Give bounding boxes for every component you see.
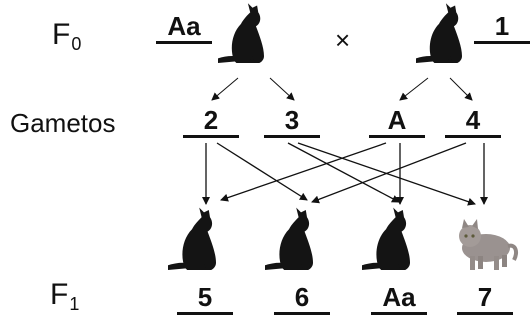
offspring-3-genotype: Aa bbox=[371, 283, 427, 315]
offspring-1-black-cat-icon bbox=[168, 207, 216, 270]
offspring-2-black-cat-icon bbox=[265, 207, 313, 270]
f0-label: F0 bbox=[52, 18, 82, 54]
parent-left-black-cat-icon bbox=[218, 3, 264, 64]
gamete-2: 3 bbox=[264, 106, 320, 138]
gamete-3: A bbox=[369, 106, 425, 138]
f1-label: F1 bbox=[50, 278, 80, 314]
offspring-3-black-cat-icon bbox=[362, 207, 410, 270]
offspring-4-gray-cat-icon bbox=[459, 219, 518, 270]
arrow-g4-o2 bbox=[311, 142, 467, 204]
offspring-1-genotype: 5 bbox=[177, 283, 233, 315]
gamete-to-offspring-arrows bbox=[202, 142, 488, 206]
gametes-label: Gametos bbox=[10, 108, 116, 138]
parent-to-gamete-arrows bbox=[211, 77, 473, 101]
arrow-g3-o1 bbox=[220, 142, 387, 202]
arrow-g2-o3 bbox=[287, 142, 400, 203]
gamete-1: 2 bbox=[183, 106, 239, 138]
cross-symbol: × bbox=[335, 25, 351, 55]
parent-right-black-cat-icon bbox=[416, 3, 462, 64]
arrow-right-parent-to-gamete-3 bbox=[399, 77, 429, 101]
arrow-right-parent-to-gamete-4 bbox=[449, 77, 473, 101]
parent-right-genotype: 1 bbox=[474, 12, 530, 44]
arrow-left-parent-to-gamete-2 bbox=[269, 77, 295, 101]
arrow-g1-o2 bbox=[216, 142, 308, 201]
gamete-4: 4 bbox=[445, 106, 501, 138]
arrow-left-parent-to-gamete-1 bbox=[211, 77, 239, 101]
parent-left-genotype: Aa bbox=[156, 12, 212, 44]
offspring-4-genotype: 7 bbox=[457, 283, 513, 315]
offspring-2-genotype: 6 bbox=[274, 283, 330, 315]
